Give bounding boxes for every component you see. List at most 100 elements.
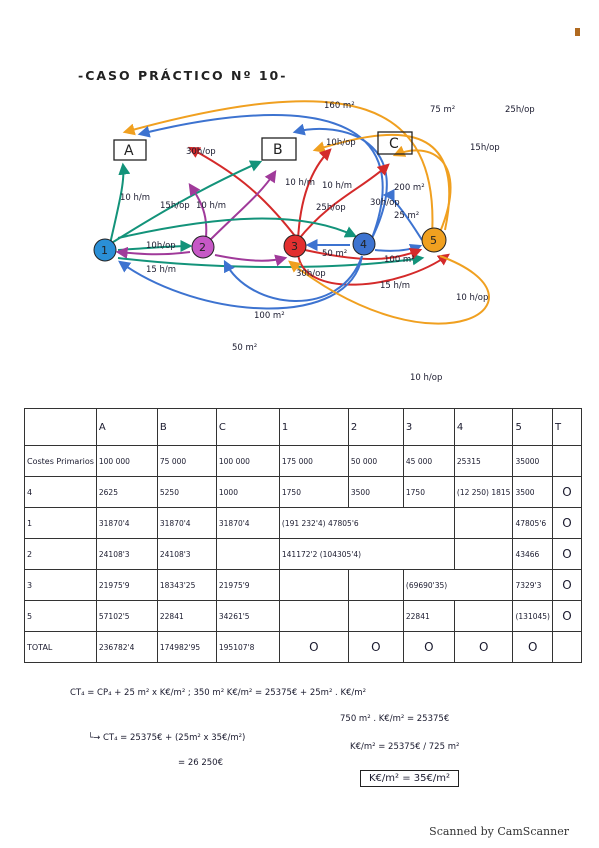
table-cell: 1750 <box>278 476 349 508</box>
box-a-label: A <box>124 143 134 159</box>
table-cell: 18343'25 <box>156 569 217 601</box>
row-label: 3 <box>24 569 97 601</box>
table-cell: O <box>551 476 582 508</box>
table-cell: 7329'3 <box>512 569 553 601</box>
table-cell <box>551 445 582 477</box>
table-cell: 57102'5 <box>95 600 158 632</box>
row-label: Costes Primarios <box>24 445 97 477</box>
table-cell <box>278 600 349 632</box>
arrow-label: 10 h/op <box>456 293 488 303</box>
arrow-label: 10 h/m <box>120 193 150 203</box>
table-cell: 25315 <box>453 445 514 477</box>
table-row: 3 21975'9 18343'25 21975'9 (69690'35) 73… <box>24 569 582 601</box>
scan-artifact <box>575 28 580 36</box>
table-cell <box>453 538 514 570</box>
calculation-line: K€/m² = 25375€ / 725 m² <box>350 742 460 752</box>
header-cell: B <box>156 408 217 446</box>
table-row: 2 24108'3 24108'3 141172'2 (104305'4) 43… <box>24 538 582 570</box>
table-cell: (191 232'4) 47805'6 <box>278 507 455 539</box>
arrow-label: 15 h/m <box>146 265 176 275</box>
table-cell: 31870'4 <box>95 507 158 539</box>
table-cell <box>453 507 514 539</box>
arrow-3-to-c <box>297 163 390 241</box>
arrow-2-to-1 <box>115 246 191 259</box>
arrow-label: 25 m² <box>394 211 419 221</box>
table-row-total: TOTAL 236782'4 174982'95 195107'8 O O O … <box>24 631 582 663</box>
table-cell: O <box>551 569 582 601</box>
arrow-label: 10 h/op <box>410 373 442 383</box>
table-cell: 50 000 <box>347 445 404 477</box>
table-cell: 100 000 <box>215 445 280 477</box>
table-cell: 5250 <box>156 476 217 508</box>
arrow-1-to-5 <box>117 253 425 268</box>
table-cell: 100 000 <box>95 445 158 477</box>
row-label: 4 <box>24 476 97 508</box>
table-cell <box>278 569 349 601</box>
table-cell: O <box>551 538 582 570</box>
arrow-4-to-a <box>137 114 384 239</box>
table-cell: 174982'95 <box>156 631 217 663</box>
table-row: 5 57102'5 22841 34261'5 22841 (131045) O <box>24 600 582 632</box>
table-cell: 35000 <box>512 445 553 477</box>
table-cell: (69690'35) <box>402 569 514 601</box>
arrow-label: 10 h/m <box>322 181 352 191</box>
table-row: 4 2625 5250 1000 1750 3500 1750 (12 250)… <box>24 476 582 508</box>
calculation-line: = 26 250€ <box>178 758 223 768</box>
page-title: -CASO PRÁCTICO Nº 10- <box>78 68 288 83</box>
node-3-label: 3 <box>291 240 298 253</box>
header-cell: C <box>215 408 280 446</box>
table-cell <box>551 631 582 663</box>
arrow-2-to-b <box>204 169 277 246</box>
arrow-4-to-b <box>292 123 388 239</box>
header-cell: 1 <box>278 408 349 446</box>
table-cell: 3500 <box>512 476 553 508</box>
box-c <box>377 131 413 155</box>
calculation-line: 750 m² . K€/m² = 25375€ <box>340 714 450 724</box>
header-cell <box>24 408 97 446</box>
table-cell: 47805'6 <box>512 507 553 539</box>
table-cell: O <box>347 631 404 663</box>
table-cell: 24108'3 <box>95 538 158 570</box>
table-cell: 45 000 <box>402 445 455 477</box>
final-result: K€/m² = 35€/m² <box>360 770 459 787</box>
arrow-3-to-a <box>187 146 299 241</box>
arrow-5-to-3 <box>288 255 490 325</box>
arrow-label: 15h/op <box>470 143 500 153</box>
table-cell: 22841 <box>156 600 217 632</box>
header-cell: 5 <box>512 408 553 446</box>
box-a <box>113 139 147 161</box>
header-cell: 2 <box>347 408 404 446</box>
arrow-4-to-2 <box>223 255 363 302</box>
header-cell: 4 <box>453 408 514 446</box>
table-cell: 24108'3 <box>156 538 217 570</box>
row-label: 1 <box>24 507 97 539</box>
arrow-2-to-3 <box>214 254 288 267</box>
table-cell: 2625 <box>95 476 158 508</box>
table-cell: O <box>512 631 553 663</box>
table-cell: 141172'2 (104305'4) <box>278 538 455 570</box>
arrow-label: 30h/op <box>370 198 400 208</box>
arrow-label: 30h/op <box>186 147 216 157</box>
table-cell: 21975'9 <box>95 569 158 601</box>
header-cell: A <box>95 408 158 446</box>
table-cell: O <box>551 507 582 539</box>
table-cell: (12 250) 1815 <box>453 476 514 508</box>
arrow-label: 30h/op <box>296 269 326 279</box>
arrow-4-to-c <box>382 189 423 241</box>
table-cell: 31870'4 <box>215 507 280 539</box>
box-c-label: C <box>389 136 399 152</box>
arrow-label: 25h/op <box>505 105 535 115</box>
table-cell: 195107'8 <box>215 631 280 663</box>
table-cell: 1750 <box>402 476 455 508</box>
table-cell: O <box>551 600 582 632</box>
node-4-label: 4 <box>360 238 367 251</box>
calculation-line: CT₄ = CP₄ + 25 m² x K€/m² ; 350 m² K€/m²… <box>70 688 366 698</box>
arrow-label: 100 m² <box>254 311 285 321</box>
node-1-label: 1 <box>101 244 108 257</box>
table-cell: 236782'4 <box>95 631 158 663</box>
table-cell: 75 000 <box>156 445 217 477</box>
arrow-label: 100 m² <box>384 255 415 265</box>
arrow-label: 10h/op <box>326 138 356 148</box>
arrow-label: 10h/op <box>146 241 176 251</box>
row-label: 2 <box>24 538 97 570</box>
